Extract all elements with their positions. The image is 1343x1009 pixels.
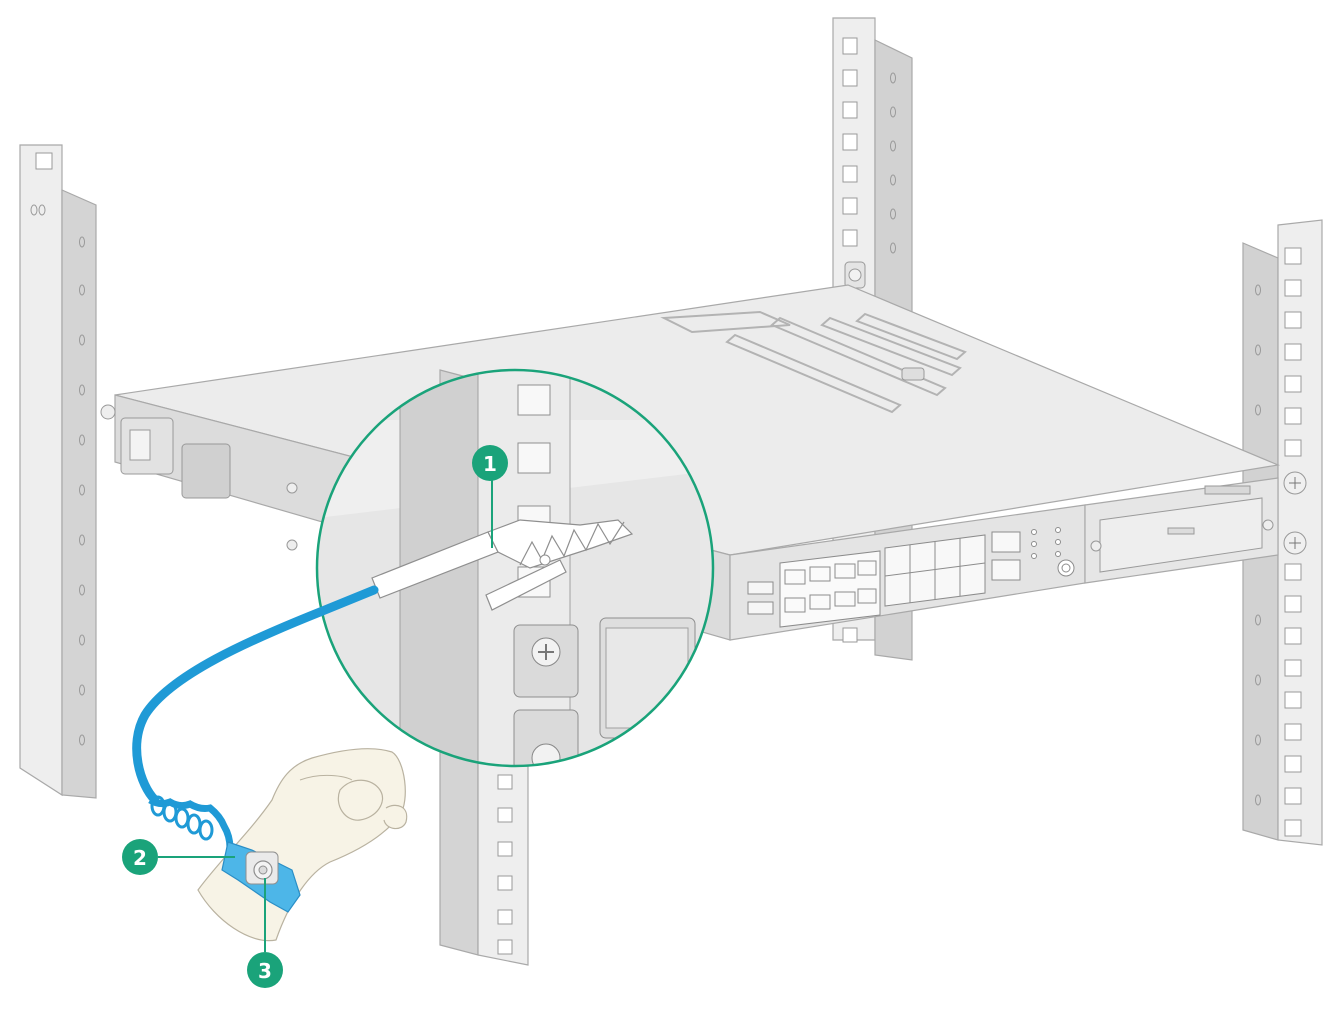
callout-3-number: 3 bbox=[258, 959, 272, 983]
sfp-port-block bbox=[884, 534, 986, 607]
strap-snap-button bbox=[253, 860, 273, 880]
grounding-cable bbox=[132, 585, 379, 849]
alligator-clip bbox=[371, 519, 634, 611]
callout-1-number: 1 bbox=[483, 452, 497, 476]
rj45-port-block bbox=[779, 550, 881, 628]
rear-screw bbox=[844, 261, 866, 289]
callout-3: 3 bbox=[247, 878, 283, 988]
callout-1: 1 bbox=[472, 445, 508, 548]
hand-with-wrist-strap bbox=[197, 748, 408, 942]
callout-2: 2 bbox=[122, 839, 235, 875]
callout-2-number: 2 bbox=[133, 846, 147, 870]
rack-post-left bbox=[19, 144, 97, 799]
